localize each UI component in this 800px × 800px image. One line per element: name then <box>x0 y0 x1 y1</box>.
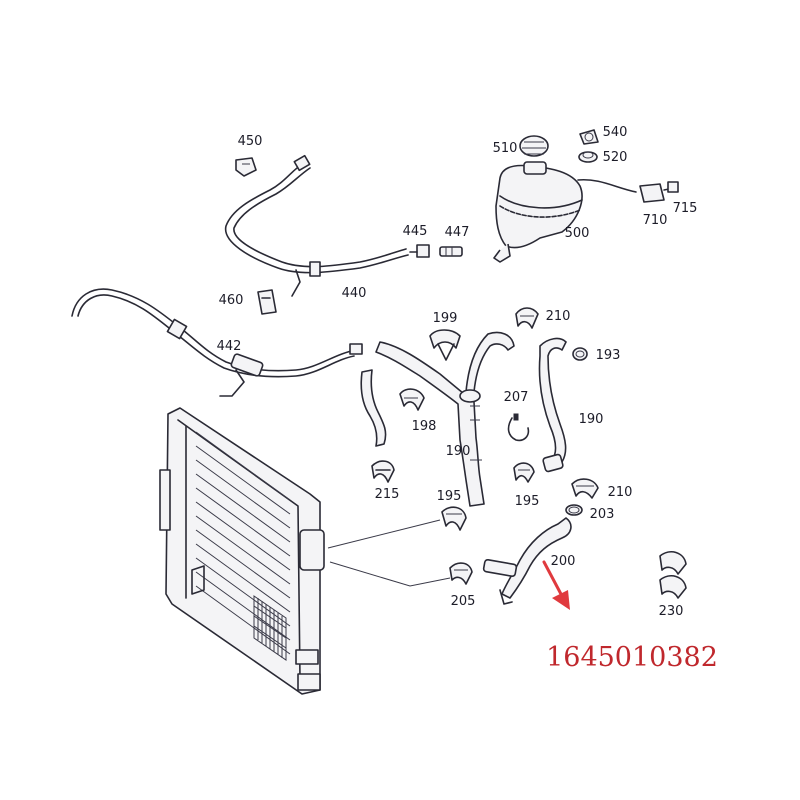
upper-hose-190-left <box>360 341 485 507</box>
callout-540: 540 <box>603 125 628 140</box>
clamp-198 <box>399 388 425 411</box>
sensor-710-715 <box>639 181 679 203</box>
clamp-210-top <box>515 307 539 329</box>
callout-labels: 450 510 540 520 715 710 500 445 447 460 440 442 199 2… <box>217 125 698 619</box>
callout-199: 199 <box>433 311 458 326</box>
radiator <box>159 407 325 695</box>
callout-198: 198 <box>412 419 437 434</box>
expansion-tank-500 <box>493 161 637 263</box>
callout-195: 195 <box>437 489 462 504</box>
connector-445 <box>409 244 430 258</box>
oring-193 <box>572 347 588 361</box>
callout-450: 450 <box>238 134 263 149</box>
hose-200 <box>482 517 572 605</box>
callout-207: 207 <box>504 390 529 405</box>
callout-447: 447 <box>445 225 470 240</box>
callout-190: 190 <box>446 444 471 459</box>
plug-520 <box>578 151 598 163</box>
callout-203: 203 <box>590 507 615 522</box>
callout-440: 440 <box>342 286 367 301</box>
lower-hose-190 <box>538 337 567 473</box>
connector-447 <box>439 246 463 257</box>
upper-hose-190-mid <box>459 331 515 403</box>
callout-510: 510 <box>493 141 518 156</box>
oring-203 <box>565 504 583 516</box>
callout-193: 193 <box>596 348 621 363</box>
clip-215 <box>371 460 395 483</box>
callout-715: 715 <box>673 201 698 216</box>
callout-215: 215 <box>375 487 400 502</box>
callout-442: 442 <box>217 339 242 354</box>
clamp-199 <box>429 329 461 361</box>
leader-lines <box>327 519 451 587</box>
callout-210: 210 <box>608 485 633 500</box>
cap-510 <box>519 135 549 157</box>
condenser-grille <box>253 595 287 661</box>
callout-230: 230 <box>659 604 684 619</box>
callout-195: 195 <box>515 494 540 509</box>
callout-445: 445 <box>403 224 428 239</box>
callout-210: 210 <box>546 309 571 324</box>
clamp-210-lower <box>571 478 599 499</box>
callout-190: 190 <box>579 412 604 427</box>
part-number: 1645010382 <box>546 642 718 673</box>
callout-205: 205 <box>451 594 476 609</box>
callout-500: 500 <box>565 226 590 241</box>
callout-710: 710 <box>643 213 668 228</box>
bleed-hose-440 <box>225 154 409 297</box>
callout-200: 200 <box>551 554 576 569</box>
clamp-195-left <box>441 506 467 531</box>
clip-450 <box>235 157 257 177</box>
red-arrow <box>542 560 570 610</box>
plug-540 <box>579 129 599 145</box>
clamp-195-right <box>513 462 535 483</box>
callout-460: 460 <box>219 293 244 308</box>
callout-520: 520 <box>603 150 628 165</box>
bracket-460 <box>257 289 277 315</box>
clamp-230 <box>659 551 687 599</box>
bleed-hose-442 <box>71 288 363 397</box>
clip-207 <box>507 413 530 442</box>
clamp-205 <box>449 562 473 585</box>
